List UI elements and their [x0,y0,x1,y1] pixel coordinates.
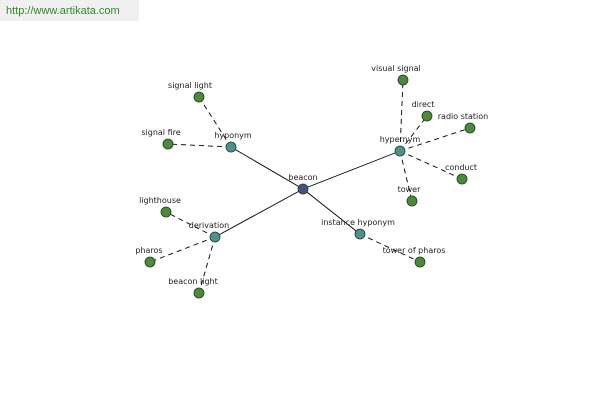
edge-hypernym-direct [399,115,428,152]
node-tower-of-pharos[interactable] [414,256,426,268]
label-signal-fire[interactable]: signal fire [141,128,180,137]
label-hyponym[interactable]: hyponym [214,131,252,140]
label-tower-of-pharos[interactable]: tower of pharos [383,246,446,255]
node-pharos[interactable] [144,256,156,268]
label-signal-light[interactable]: signal light [168,81,212,90]
label-layer: beacon hyponym hypernym derivation instance … [135,64,488,286]
label-pharos[interactable]: pharos [135,246,162,255]
edge-layer [149,79,471,294]
label-conduct[interactable]: conduct [445,163,477,172]
label-direct[interactable]: direct [412,100,435,109]
label-lighthouse[interactable]: lighthouse [139,196,181,205]
label-radio-station[interactable]: radio station [438,112,488,121]
node-derivation[interactable] [209,231,221,243]
label-instance-hyponym[interactable]: instance hyponym [321,218,395,227]
label-hypernym[interactable]: hypernym [380,135,421,144]
node-direct[interactable] [421,110,433,122]
label-beacon-light[interactable]: beacon light [168,277,218,286]
edge-beacon-hyponym [230,146,304,190]
edge-derivation-pharos [149,236,216,263]
node-beacon-light[interactable] [193,287,205,299]
node-instance-hyponym[interactable] [354,228,366,240]
node-conduct[interactable] [456,173,468,185]
url-banner: http://www.artikata.com [0,0,139,21]
edge-instance_hyponym-tower_of_pharos [359,233,421,263]
node-lighthouse[interactable] [160,206,172,218]
node-hyponym[interactable] [225,141,237,153]
edge-hypernym-visual_signal [399,79,404,152]
label-tower[interactable]: tower [398,185,421,194]
edge-beacon-hypernym [302,150,401,190]
edge-beacon-instance_hyponym [302,188,361,235]
node-layer [144,74,476,299]
site-url-link[interactable]: http://www.artikata.com [6,5,120,17]
node-radio-station[interactable] [464,122,476,134]
edge-hypernym-conduct [399,150,463,180]
edge-derivation-beacon_light [198,236,216,294]
node-signal-fire[interactable] [162,138,174,150]
node-signal-light[interactable] [193,91,205,103]
edge-beacon-derivation [214,188,304,238]
node-tower[interactable] [406,195,418,207]
node-hypernym[interactable] [394,145,406,157]
edge-hyponym-signal_light [198,96,232,148]
edge-hyponym-signal_fire [167,143,232,148]
label-derivation[interactable]: derivation [189,221,229,230]
label-beacon[interactable]: beacon [288,173,317,182]
label-visual-signal[interactable]: visual signal [371,64,421,73]
edge-hypernym-radio_station [399,127,471,152]
node-beacon[interactable] [297,183,309,195]
edge-derivation-lighthouse [165,211,216,238]
node-visual-signal[interactable] [397,74,409,86]
